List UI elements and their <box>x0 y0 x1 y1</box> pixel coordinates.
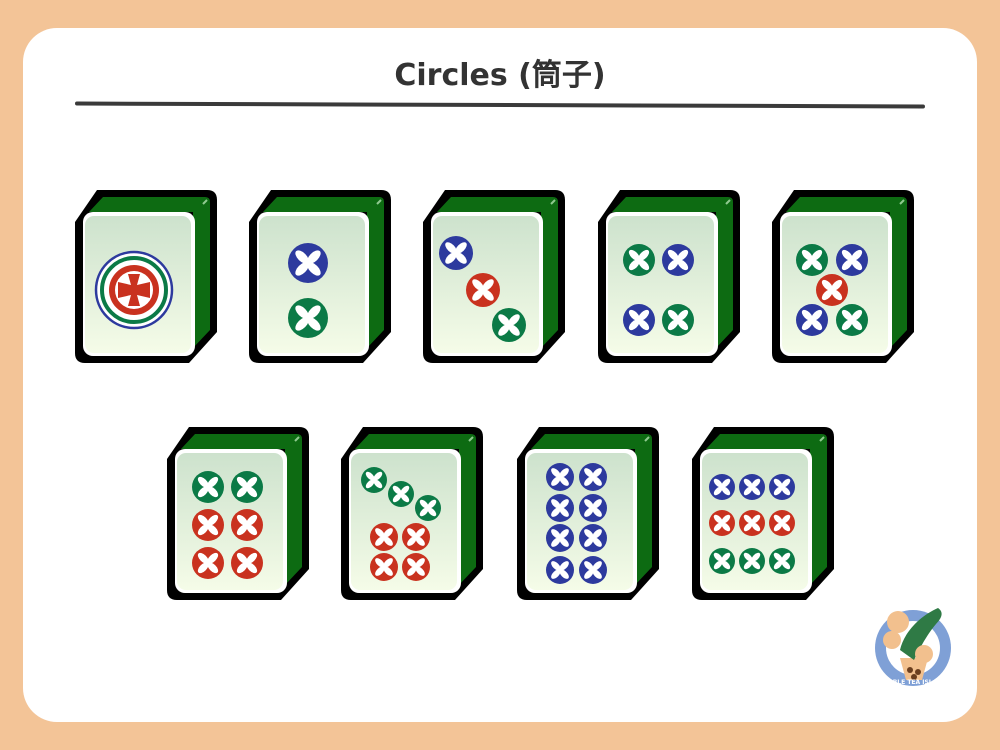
tile-8-circles <box>517 427 659 600</box>
circle-pip <box>796 304 828 336</box>
circle-pip <box>739 548 765 574</box>
circle-pip <box>370 553 398 581</box>
circle-pip <box>402 553 430 581</box>
circle-pip <box>546 524 574 552</box>
circle-pip <box>579 494 607 522</box>
circle-pip <box>492 308 526 342</box>
circle-pip <box>402 523 430 551</box>
bubble-tea-island-logo: BUBBLE TEA ISLAND <box>875 608 951 686</box>
circle-pip <box>816 274 848 306</box>
circle-pip <box>836 304 868 336</box>
circle-pip <box>623 244 655 276</box>
logo-text: BUBBLE TEA ISLAND <box>879 679 948 686</box>
tile-9-circles <box>692 427 834 600</box>
circle-pip <box>388 481 414 507</box>
content-card <box>23 28 977 722</box>
tile-7-circles <box>341 427 483 600</box>
circle-pip <box>662 304 694 336</box>
tile-4-circles <box>598 190 740 363</box>
circle-pip <box>739 474 765 500</box>
circle-pip <box>546 556 574 584</box>
circle-pip <box>579 524 607 552</box>
circle-pip <box>192 547 224 579</box>
circle-pip <box>769 474 795 500</box>
circle-pip <box>546 494 574 522</box>
circle-pip <box>836 244 868 276</box>
circle-pip <box>579 556 607 584</box>
circle-pip <box>231 547 263 579</box>
circle-pip <box>361 467 387 493</box>
page-title: Circles (筒子) <box>394 58 606 93</box>
circle-pip <box>288 298 328 338</box>
tile-2-circles <box>249 190 391 363</box>
tile-5-circles <box>772 190 914 363</box>
circle-pip <box>415 495 441 521</box>
circle-pip <box>662 244 694 276</box>
circle-pip <box>709 548 735 574</box>
circle-pip <box>439 236 473 270</box>
circle-pip <box>546 463 574 491</box>
circle-pip <box>796 244 828 276</box>
circle-pip <box>370 523 398 551</box>
circle-pip <box>769 510 795 536</box>
tile-6-circles <box>167 427 309 600</box>
circle-pip <box>231 471 263 503</box>
circle-pip <box>231 509 263 541</box>
circle-pip <box>579 463 607 491</box>
one-circle-medallion <box>94 250 174 330</box>
circle-pip <box>709 510 735 536</box>
tile-3-circles <box>423 190 565 363</box>
circle-pip <box>288 243 328 283</box>
circle-pip <box>623 304 655 336</box>
circle-pip <box>739 510 765 536</box>
circle-pip <box>466 273 500 307</box>
circle-pip <box>769 548 795 574</box>
tile-1-circle <box>75 190 217 363</box>
circle-pip <box>192 509 224 541</box>
circle-pip <box>192 471 224 503</box>
circle-pip <box>709 474 735 500</box>
